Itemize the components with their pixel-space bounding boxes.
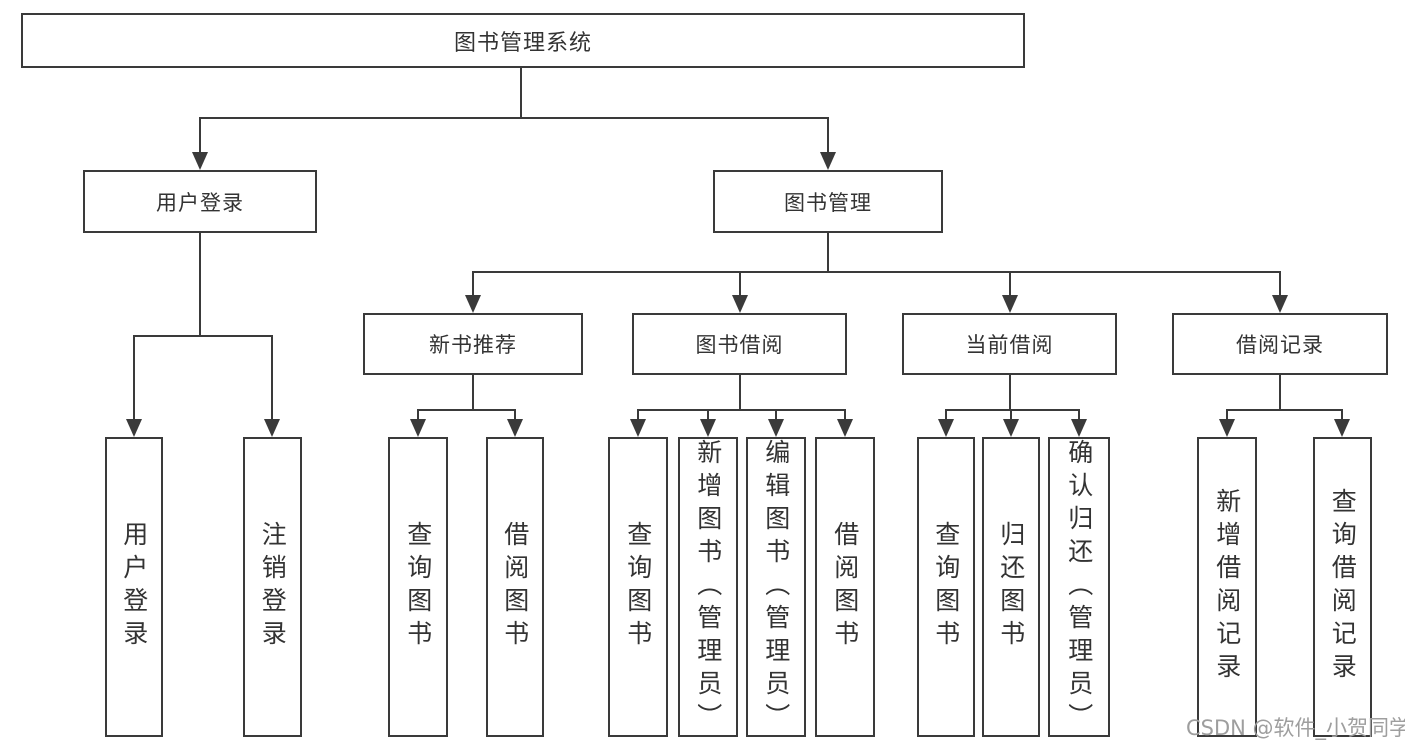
arrow-down-icon	[700, 419, 716, 437]
node-label: 用户登录	[156, 190, 244, 215]
node-current-borrow: 当前借阅	[902, 313, 1117, 375]
connector-drop	[945, 409, 947, 421]
node-borrow-record: 借阅记录	[1172, 313, 1388, 375]
leaf-user-login: 用户登录	[105, 437, 163, 737]
connector-drop-login	[133, 335, 135, 420]
node-label: 当前借阅	[965, 333, 1054, 357]
csdn-watermark: CSDN @软件_小贺同学	[1186, 716, 1405, 740]
leaf-borrow-book-recommend: 借阅图书	[486, 437, 544, 737]
leaf-logout: 注销登录	[243, 437, 302, 737]
node-label: 查询图书	[403, 521, 433, 653]
arrow-down-icon	[410, 419, 426, 437]
connector-drop	[1010, 409, 1012, 421]
arrow-down-icon	[1219, 419, 1235, 437]
connector-drop	[1341, 409, 1343, 421]
node-label: 注销登录	[258, 521, 288, 653]
connector-user-login-bar	[133, 335, 273, 337]
connector-current-borrow-bar	[945, 409, 1080, 411]
arrow-down-icon	[837, 419, 853, 437]
arrow-down-icon	[768, 419, 784, 437]
connector-drop-book-borrow	[739, 271, 741, 296]
connector-root-stem	[520, 68, 522, 118]
arrow-down-icon	[732, 295, 748, 313]
connector-root-bar	[199, 117, 829, 119]
node-label: 归还图书	[996, 521, 1026, 653]
connector-drop-user-login	[199, 117, 201, 153]
arrow-down-icon	[1334, 419, 1350, 437]
leaf-query-book: 查询图书	[608, 437, 668, 737]
arrow-down-icon	[465, 295, 481, 313]
arrow-down-icon	[126, 419, 142, 437]
connector-drop-book-management	[827, 117, 829, 153]
connector-new-book-bar	[417, 409, 516, 411]
node-label: 图书借阅	[695, 333, 784, 357]
arrow-down-icon	[1003, 419, 1019, 437]
arrow-down-icon	[264, 419, 280, 437]
node-label: 借阅记录	[1236, 333, 1324, 357]
connector-drop	[707, 409, 709, 421]
arrow-down-icon	[630, 419, 646, 437]
connector-new-book-stem	[472, 375, 474, 410]
connector-book-mgmt-bar	[472, 271, 1280, 273]
connector-drop-borrow-record	[1279, 271, 1281, 296]
connector-book-borrow-stem	[739, 375, 741, 410]
connector-drop	[637, 409, 639, 421]
connector-drop-logout	[271, 335, 273, 420]
connector-drop	[1226, 409, 1228, 421]
node-label: 查询图书	[931, 521, 961, 653]
connector-drop-current-borrow	[1009, 271, 1011, 296]
connector-drop	[514, 409, 516, 421]
node-label: 借阅图书	[830, 521, 860, 653]
node-label: 图书管理系统	[453, 30, 592, 56]
arrow-down-icon	[1002, 295, 1018, 313]
node-book-management: 图书管理	[713, 170, 943, 233]
node-new-book-recommend: 新书推荐	[363, 313, 583, 375]
connector-borrow-record-stem	[1279, 375, 1281, 410]
arrow-down-icon	[1071, 419, 1087, 437]
node-label: 查询借阅记录	[1328, 488, 1358, 686]
leaf-query-current-book: 查询图书	[917, 437, 975, 737]
leaf-edit-book-admin: 编辑图书（管理员）	[746, 437, 806, 737]
connector-drop	[1078, 409, 1080, 421]
leaf-query-borrow-record: 查询借阅记录	[1313, 437, 1372, 737]
leaf-add-book-admin: 新增图书（管理员）	[678, 437, 738, 737]
node-label: 用户登录	[119, 521, 149, 653]
connector-borrow-record-bar	[1226, 409, 1343, 411]
leaf-query-book-recommend: 查询图书	[388, 437, 448, 737]
connector-book-mgmt-stem	[827, 233, 829, 272]
connector-drop-new-book	[472, 271, 474, 296]
leaf-return-book: 归还图书	[982, 437, 1040, 737]
node-label: 借阅图书	[500, 521, 530, 653]
node-library-management-system: 图书管理系统	[21, 13, 1025, 68]
connector-drop	[844, 409, 846, 421]
arrow-down-icon	[820, 152, 836, 170]
connector-drop	[417, 409, 419, 421]
node-label: 新增图书（管理员）	[693, 439, 723, 736]
node-label: 查询图书	[623, 521, 653, 653]
node-label: 新增借阅记录	[1212, 488, 1242, 686]
leaf-borrow-book: 借阅图书	[815, 437, 875, 737]
node-user-login: 用户登录	[83, 170, 317, 233]
connector-book-borrow-bar	[637, 409, 846, 411]
node-label: 编辑图书（管理员）	[761, 439, 791, 736]
arrow-down-icon	[1272, 295, 1288, 313]
node-label: 图书管理	[784, 190, 872, 215]
leaf-add-borrow-record: 新增借阅记录	[1197, 437, 1257, 737]
connector-user-login-stem	[199, 233, 201, 336]
arrow-down-icon	[192, 152, 208, 170]
arrow-down-icon	[938, 419, 954, 437]
leaf-confirm-return-admin: 确认归还（管理员）	[1048, 437, 1110, 737]
node-label: 确认归还（管理员）	[1064, 439, 1094, 736]
node-book-borrow: 图书借阅	[632, 313, 847, 375]
arrow-down-icon	[507, 419, 523, 437]
node-label: 新书推荐	[429, 333, 517, 357]
connector-drop	[775, 409, 777, 421]
connector-current-borrow-stem	[1009, 375, 1011, 410]
